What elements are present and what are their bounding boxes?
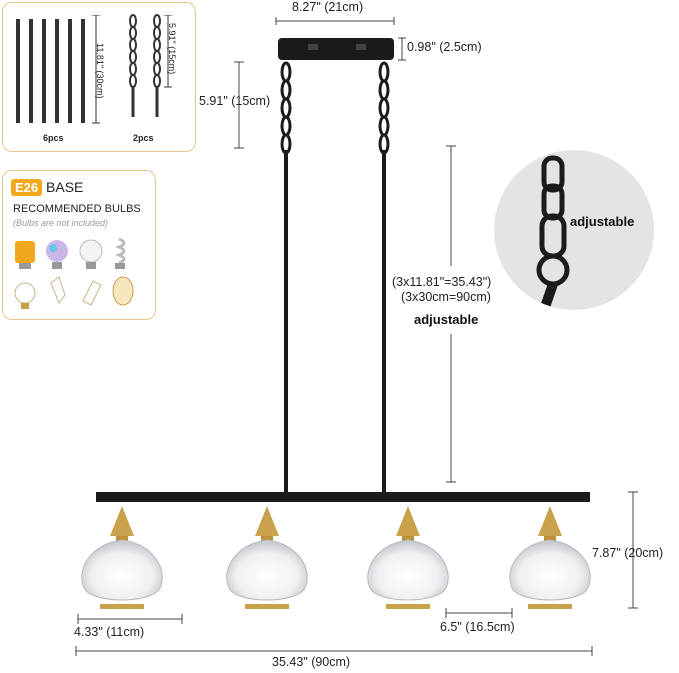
rod-adjustable-label: adjustable [414,312,479,327]
chain-length-line [234,61,244,149]
pendant-shades [81,506,591,609]
fixture-bar [96,492,590,502]
canopy [278,38,394,60]
shade-width-line [77,614,183,624]
spacing-line [445,608,513,618]
chains-height-line [164,15,172,88]
rod-length-line [446,145,456,483]
rods-illustration [16,19,85,123]
chains-count: 2pcs [133,133,154,143]
chain-detail-circle: adjustable [494,150,654,310]
detail-adjustable-label: adjustable [570,214,635,229]
bulb-icons [14,237,134,309]
rods-count: 6pcs [43,133,64,143]
bulbs-note: (Bulbs are not included) [13,218,109,228]
suspension-rods [284,150,386,496]
shade-height-label: 7.87" (20cm) [592,546,664,560]
total-length-label: 35.43" (90cm) [272,655,351,669]
canopy-height-label: 0.98" (2.5cm) [407,40,482,54]
shade-height-line [628,491,638,609]
shade-width-label: 4.33" (11cm) [74,625,145,639]
socket-heading: E26 BASE [11,179,84,196]
socket-badge: E26 [11,179,43,196]
chains-height-label: 5.91" (15cm) [167,23,177,75]
spacing-label: 6.5" (16.5cm) [440,620,515,634]
accessories-box: 11.81" (30cm) 6pcs 5.91" (15cm) 2pcs [2,2,196,152]
rod-total-inches: (3x11.81"=35.43") [392,275,492,289]
chains-illustration [129,14,161,117]
rod-total-cm: (3x30cm=90cm) [401,290,491,304]
canopy-width-label: 8.27" (21cm) [292,0,364,14]
canopy-width-line [275,17,395,25]
hanging-chains [280,61,390,155]
carabiner-icon [536,155,570,310]
rods-height-label: 11.81" (30cm) [95,43,105,99]
canopy-height-line [398,37,406,61]
chain-length-label: 5.91" (15cm) [199,94,271,108]
bulbs-box: E26 BASE RECOMMENDED BULBS (Bulbs are no… [2,170,156,320]
rods-height-line [92,15,100,124]
recommended-label: RECOMMENDED BULBS [13,203,141,215]
total-length-line [75,646,593,656]
socket-suffix: BASE [46,179,84,195]
